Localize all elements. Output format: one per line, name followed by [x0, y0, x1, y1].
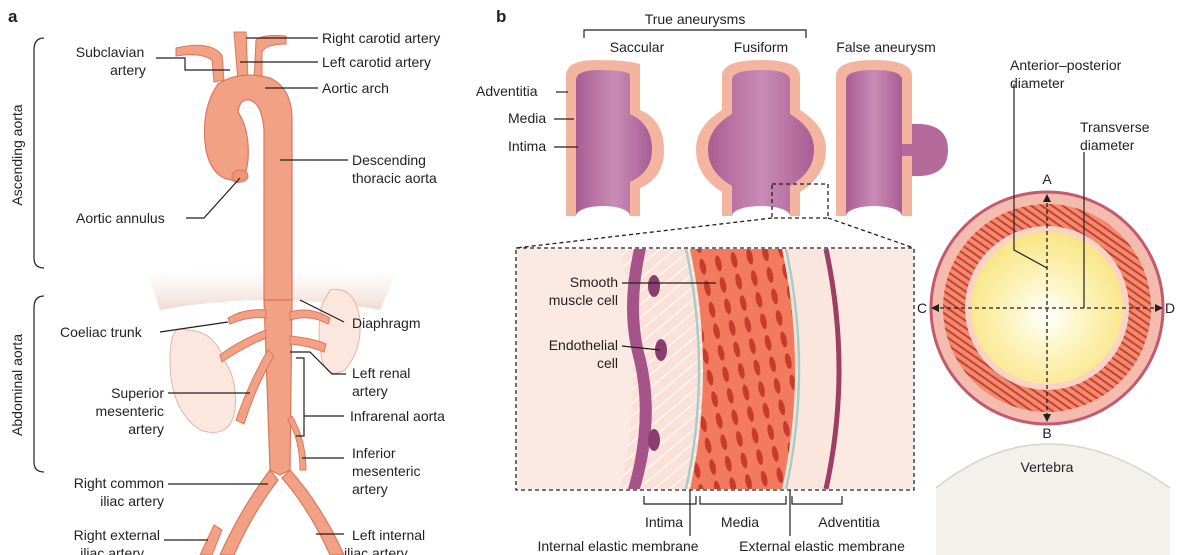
endothelial-label-1: Endothelial [549, 337, 618, 353]
left-internal-iliac-label-2: iliac artery [344, 545, 408, 555]
endothelial-label-2: cell [597, 355, 618, 371]
transverse-label-2: diameter [1080, 137, 1135, 153]
point-b-label: B [1042, 425, 1051, 441]
smooth-muscle-label-2: muscle cell [549, 292, 618, 308]
bottom-adventitia-label: Adventitia [818, 514, 880, 530]
subclavian-label-2: artery [110, 62, 146, 78]
superior-mesenteric-label-3: artery [128, 421, 164, 437]
false-aneurysm-label: False aneurysm [836, 39, 936, 55]
ap-diameter-label-1: Anterior–posterior [1010, 57, 1122, 73]
true-aneurysms-bracket [584, 30, 806, 38]
left-kidney [319, 289, 360, 373]
media-label: Media [508, 110, 546, 126]
diaphragm-label: Diaphragm [352, 315, 420, 331]
intima-label: Intima [508, 138, 546, 154]
ascending-aorta-bracket [34, 38, 44, 268]
bottom-intima-label: Intima [645, 514, 683, 530]
subclavian-label-1: Subclavian [76, 44, 145, 60]
aortic-arch-label: Aortic arch [322, 80, 389, 96]
adventitia-bracket [792, 496, 842, 504]
vertebra-label: Vertebra [1021, 459, 1074, 475]
aortic-annulus-leader [186, 178, 240, 218]
infrarenal-label: Infrarenal aorta [350, 408, 445, 424]
superior-mesenteric-label-2: mesenteric [96, 403, 164, 419]
right-common-iliac-label-1: Right common [74, 475, 164, 491]
media-bracket [700, 496, 786, 504]
bottom-media-label: Media [721, 514, 759, 530]
inferior-mesenteric-label-3: artery [352, 481, 388, 497]
panel-b-letter: b [496, 7, 506, 26]
right-external-iliac-label-2: iliac artery [80, 545, 144, 555]
abdominal-aorta-label: Abdominal aorta [9, 334, 25, 436]
inferior-mesenteric-label-2: mesenteric [352, 463, 420, 479]
panel-a-letter: a [8, 7, 18, 26]
smooth-muscle-label-1: Smooth [570, 274, 618, 290]
inferior-mesenteric-label-1: Inferior [352, 445, 396, 461]
descending-thoracic-label-2: thoracic aorta [352, 170, 437, 186]
coeliac-label: Coeliac trunk [60, 324, 143, 340]
true-aneurysms-label: True aneurysms [645, 11, 746, 27]
superior-mesenteric-label-1: Superior [111, 385, 164, 401]
right-common-iliac-label-2: iliac artery [100, 493, 164, 509]
point-a-label: A [1042, 171, 1052, 187]
transverse-label-1: Transverse [1080, 119, 1150, 135]
saccular-vessel [566, 60, 664, 226]
adventitia-label: Adventitia [476, 83, 538, 99]
internal-elastic-membrane-label: Internal elastic membrane [537, 538, 698, 554]
external-elastic-membrane-label: External elastic membrane [739, 538, 905, 554]
abdominal-aorta-bracket [34, 296, 44, 472]
aortic-annulus-label: Aortic annulus [76, 210, 165, 226]
left-renal-label-1: Left renal [352, 365, 410, 381]
left-renal-label-2: artery [352, 383, 388, 399]
fusiform-vessel [696, 60, 826, 226]
left-carotid-label: Left carotid artery [322, 54, 431, 70]
ap-diameter-label-2: diameter [1010, 75, 1065, 91]
right-carotid-label: Right carotid artery [322, 30, 440, 46]
point-c-label: C [917, 300, 927, 316]
point-d-label: D [1165, 300, 1175, 316]
saccular-label: Saccular [610, 39, 665, 55]
intima-bracket [644, 496, 696, 504]
left-internal-iliac-label-1: Left internal [352, 527, 425, 543]
right-external-iliac-label-1: Right external [74, 527, 160, 543]
fusiform-label: Fusiform [734, 39, 788, 55]
false-aneurysm-vessel [836, 60, 948, 226]
right-kidney [170, 329, 236, 433]
descending-thoracic-label-1: Descending [352, 152, 426, 168]
ascending-aorta-label: Ascending aorta [9, 104, 25, 205]
